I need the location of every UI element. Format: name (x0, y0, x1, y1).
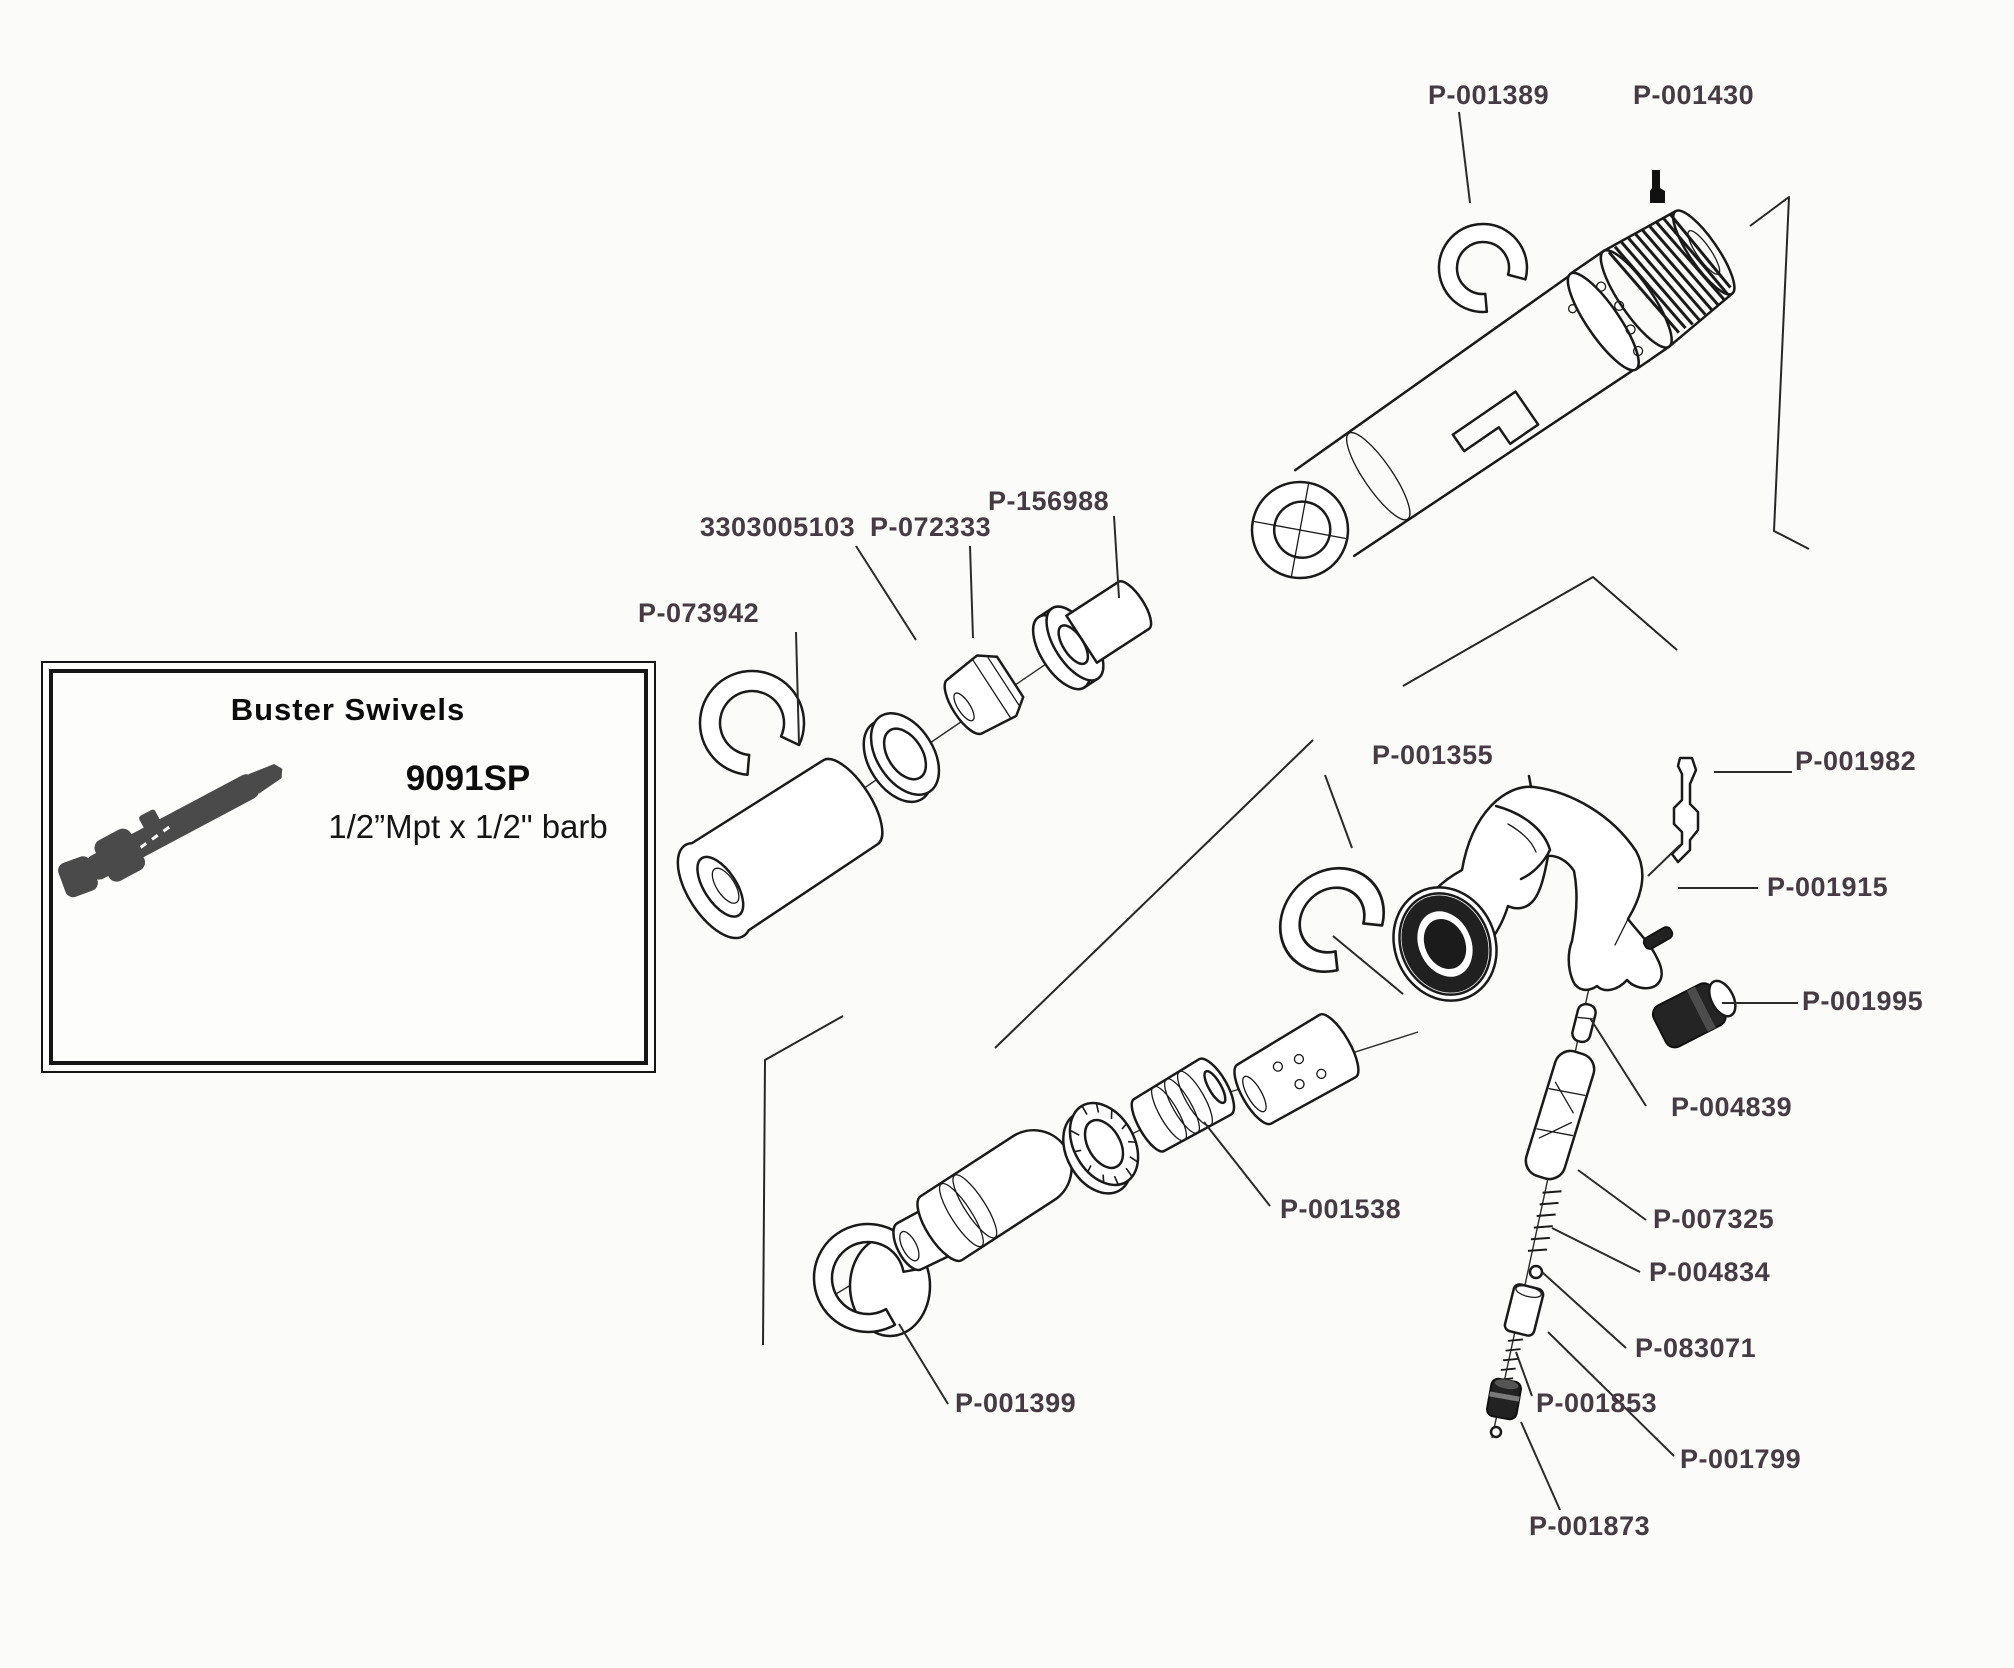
hose-clip-p001982-drawing (1670, 756, 1700, 864)
part-label-p-001389: P-001389 (1428, 80, 1549, 110)
retainer-clip-p001355-drawing (1278, 866, 1386, 974)
part-labels: P-001389 P-001430 3303005103 P-072333 P-… (638, 80, 1923, 1541)
inlet-plug-p001995-drawing (1651, 979, 1737, 1049)
retainer-clip-p073942-drawing (698, 669, 806, 777)
spacer-ring-3303005103-drawing (862, 712, 941, 804)
part-label-p-004834: P-004834 (1649, 1257, 1770, 1287)
drilled-sleeve-drawing (1233, 1013, 1360, 1126)
part-label-p-001873: P-001873 (1529, 1511, 1650, 1541)
toothed-ring-drawing (1062, 1101, 1140, 1195)
throttle-valve-chain-drawing (1486, 1002, 1597, 1439)
part-leader-lines (795, 111, 1798, 1511)
set-pin-p001430-drawing (1650, 170, 1665, 203)
part-label-p-007325: P-007325 (1653, 1204, 1774, 1234)
part-label-3303005103: 3303005103 (700, 512, 855, 542)
part-label-p-001995: P-001995 (1802, 986, 1923, 1016)
lock-pin-p001915-drawing (1642, 926, 1674, 950)
part-label-p-001853: P-001853 (1536, 1388, 1657, 1418)
valve-chest-drawing (676, 757, 884, 940)
part-label-p-072333: P-072333 (870, 512, 991, 542)
thread-hatching (1607, 213, 1732, 334)
part-label-p-001399: P-001399 (955, 1388, 1076, 1418)
part-label-p-073942: P-073942 (638, 598, 759, 628)
part-label-p-083071: P-083071 (1635, 1333, 1756, 1363)
barrel-drawing (1250, 209, 1736, 580)
part-label-p-001538: P-001538 (1280, 1194, 1401, 1224)
part-label-p-001982: P-001982 (1795, 746, 1916, 776)
part-label-p-001799: P-001799 (1680, 1444, 1801, 1474)
throttle-bushing-p156988-drawing (1031, 580, 1153, 691)
part-label-p-156988: P-156988 (988, 486, 1109, 516)
piston-drawing (916, 1129, 1073, 1263)
retainer-clip-p001389-drawing (1437, 222, 1529, 314)
panel-frame-lines (762, 196, 1810, 1346)
inset-box-spec: 1/2”Mpt x 1/2" barb (328, 808, 608, 845)
part-label-p-001915: P-001915 (1767, 872, 1888, 902)
valve-p001538-drawing (1130, 1057, 1236, 1153)
swivel-inset-box: Buster Swivels 9091SP 1/2”Mpt x 1/2" bar… (41, 661, 656, 1073)
packing-nut-p072333-drawing (943, 654, 1025, 736)
inset-box-title: Buster Swivels (231, 692, 466, 727)
swivel-silhouette (58, 764, 283, 898)
part-label-p-004839: P-004839 (1671, 1092, 1792, 1122)
part-label-p-001355: P-001355 (1372, 740, 1493, 770)
inset-box-model: 9091SP (406, 759, 531, 798)
part-label-p-001430: P-001430 (1633, 80, 1754, 110)
front-seal-ring-drawing (1392, 886, 1498, 1002)
